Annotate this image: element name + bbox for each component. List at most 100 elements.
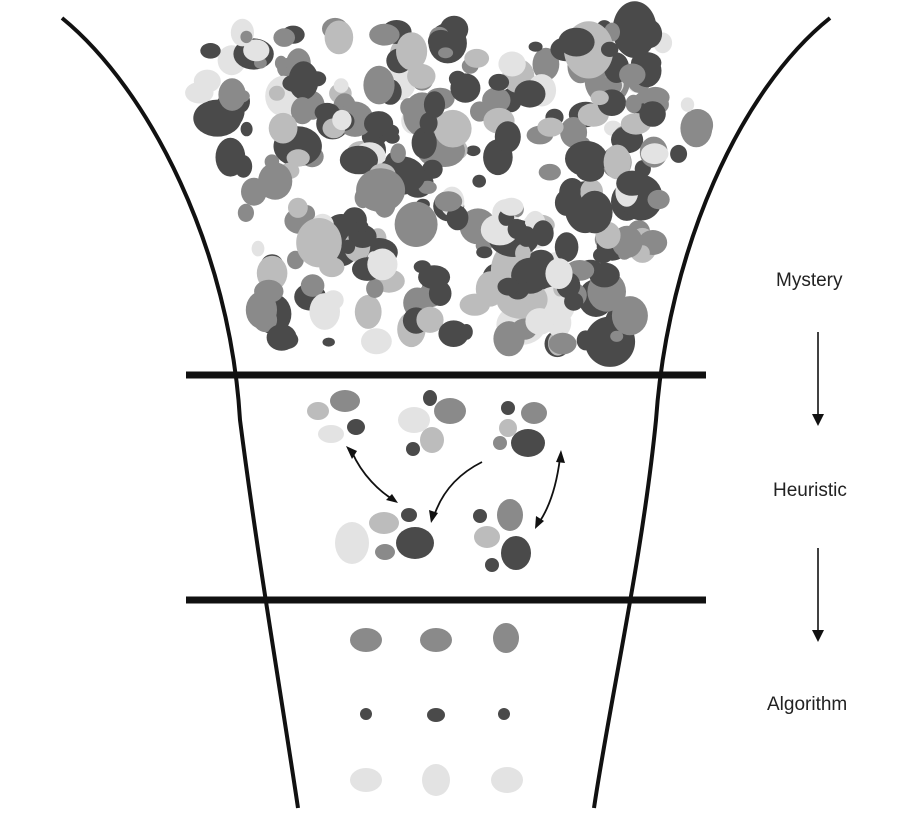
algorithm-rows <box>350 623 523 796</box>
mystery-blob <box>361 328 392 354</box>
algorithm-row-2 <box>360 708 510 722</box>
mystery-blob <box>577 330 595 350</box>
mystery-blob <box>269 86 285 101</box>
mystery-blob <box>396 32 427 70</box>
mystery-blob <box>319 257 344 277</box>
mystery-blob <box>355 220 369 232</box>
mystery-blob <box>269 113 298 144</box>
heuristic-cluster-2 <box>398 390 466 456</box>
mystery-blob <box>670 145 687 163</box>
mystery-blob <box>364 111 393 136</box>
mystery-blob <box>325 21 354 55</box>
mystery-blob <box>564 292 583 310</box>
arrow-mystery-to-heuristic-head <box>812 414 824 426</box>
heuristic-clusters <box>307 390 565 572</box>
mystery-blob <box>334 78 349 93</box>
arrow-heuristic-to-algorithm-head <box>812 630 824 642</box>
mystery-blob <box>460 294 490 316</box>
arrowhead-right-top <box>556 450 565 463</box>
stage-label-mystery: Mystery <box>776 270 843 292</box>
mystery-blob <box>495 121 521 152</box>
mystery-blob <box>589 263 620 288</box>
mystery-blob <box>323 290 344 310</box>
mystery-blob <box>525 308 554 335</box>
arrowhead-center <box>429 510 438 523</box>
mystery-blob <box>514 80 545 107</box>
mystery-blob <box>626 95 642 113</box>
mystery-blob <box>549 333 577 355</box>
heuristic-cluster-3 <box>493 401 547 457</box>
mystery-blob <box>254 280 283 303</box>
mystery-blob <box>218 78 245 111</box>
mystery-blob <box>287 149 310 166</box>
mystery-blob <box>591 91 609 106</box>
mystery-blob <box>637 19 662 48</box>
mystery-blob <box>681 97 694 111</box>
mystery-blob <box>252 241 265 257</box>
mystery-blob <box>275 56 287 71</box>
mystery-blob <box>288 198 308 218</box>
mystery-blob <box>241 122 253 136</box>
mystery-blob <box>539 164 561 181</box>
mystery-blob <box>369 24 399 46</box>
mystery-blob <box>545 258 572 289</box>
mystery-blob <box>558 28 594 57</box>
mystery-blob <box>460 324 473 340</box>
mystery-blob <box>424 91 445 118</box>
mystery-blob <box>641 143 669 164</box>
mystery-blob <box>342 240 356 254</box>
mystery-blob <box>395 202 438 247</box>
mystery-blob <box>265 154 280 169</box>
mystery-blob <box>489 74 510 91</box>
mystery-blob <box>464 49 489 68</box>
mystery-blob <box>576 161 604 182</box>
mystery-blob <box>532 220 553 246</box>
mystery-blob <box>429 281 452 306</box>
mystery-blob <box>529 42 543 52</box>
heuristic-cluster-1 <box>307 390 365 443</box>
arrow-double-left <box>352 452 394 500</box>
arrow-single-center <box>434 462 482 516</box>
mystery-blob <box>390 143 406 163</box>
mystery-blob <box>555 232 579 262</box>
mystery-blob <box>577 191 613 234</box>
mystery-blob <box>593 247 613 263</box>
algorithm-row-1 <box>350 623 519 653</box>
algorithm-row-3 <box>350 764 523 796</box>
mystery-blob <box>400 98 416 117</box>
mystery-blob <box>564 181 581 202</box>
mystery-blob <box>601 42 618 57</box>
mystery-blob <box>435 191 463 211</box>
heuristic-cluster-5 <box>473 499 531 572</box>
mystery-blob <box>366 279 383 298</box>
mystery-blob <box>267 324 297 351</box>
mystery-blob <box>648 190 670 209</box>
mystery-blob <box>301 274 325 297</box>
mystery-blob <box>240 31 252 43</box>
stage-label-algorithm: Algorithm <box>767 694 847 716</box>
mystery-blob <box>238 204 254 222</box>
mystery-blob <box>363 66 394 105</box>
mystery-blob <box>438 47 453 58</box>
mystery-blob <box>619 63 645 85</box>
mystery-blob <box>498 52 525 77</box>
arrow-double-right <box>538 458 560 524</box>
mystery-blob <box>235 155 253 178</box>
heuristic-cluster-4 <box>335 508 434 564</box>
mystery-blob <box>185 82 213 103</box>
mystery-blob <box>472 175 486 188</box>
mystery-blob <box>273 28 295 47</box>
funnel-left-wall <box>62 18 298 808</box>
mystery-blob <box>517 226 536 247</box>
mystery-blob <box>612 296 648 335</box>
mystery-blob <box>466 146 480 157</box>
stage-label-heuristic: Heuristic <box>773 480 847 502</box>
mystery-blob <box>355 295 382 329</box>
mystery-blob <box>323 338 335 347</box>
mystery-blob <box>616 171 648 196</box>
mystery-blob <box>332 110 351 130</box>
mystery-blob <box>356 168 405 212</box>
mystery-blob <box>476 246 492 258</box>
mystery-cloud <box>185 1 713 367</box>
mystery-blob <box>200 43 220 59</box>
